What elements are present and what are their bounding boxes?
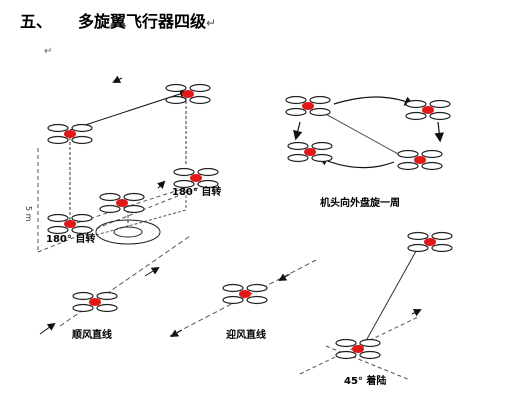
section-title: 多旋翼飞行器四级 bbox=[78, 12, 207, 31]
section-number: 五、 bbox=[20, 12, 53, 31]
landing-label: 45° 着陆 bbox=[344, 374, 386, 387]
rotate-label-right: 180° 自转 bbox=[172, 185, 221, 198]
downwind-label: 顺风直线 bbox=[72, 328, 112, 341]
rotation-box-panel: 5 m 180° 自转 180° 自转 bbox=[24, 75, 221, 253]
drone-top-left-icon bbox=[47, 123, 93, 145]
circle-panel: 机头向外盘旋一周 bbox=[285, 95, 451, 209]
landing-drone-air-icon bbox=[407, 231, 453, 253]
drone-rotate-right-icon bbox=[173, 167, 219, 189]
upwind-drone-icon bbox=[222, 283, 268, 305]
circle-drone-2-icon bbox=[405, 99, 451, 121]
rotate-label-left: 180° 自转 bbox=[46, 232, 95, 245]
downwind-panel: 顺风直线 bbox=[39, 235, 191, 341]
circle-drone-4-icon bbox=[397, 149, 443, 171]
height-label: 5 m bbox=[24, 206, 33, 222]
circle-drone-3-icon bbox=[287, 141, 333, 163]
circle-drone-1-icon bbox=[285, 95, 331, 117]
circle-label: 机头向外盘旋一周 bbox=[320, 196, 400, 209]
downwind-drone-icon bbox=[72, 291, 118, 313]
landing-panel: 45° 着陆 bbox=[299, 231, 453, 387]
return-mark-icon: ↵ bbox=[206, 16, 217, 30]
upwind-panel: 迎风直线 bbox=[169, 259, 317, 341]
drone-top-right-icon bbox=[165, 83, 211, 105]
landing-drone-ground-icon bbox=[335, 338, 381, 360]
section-heading: 五、 多旋翼飞行器四级↵ bbox=[20, 8, 216, 32]
upwind-label: 迎风直线 bbox=[226, 328, 266, 341]
return-mark-icon: ↵ bbox=[44, 46, 53, 57]
